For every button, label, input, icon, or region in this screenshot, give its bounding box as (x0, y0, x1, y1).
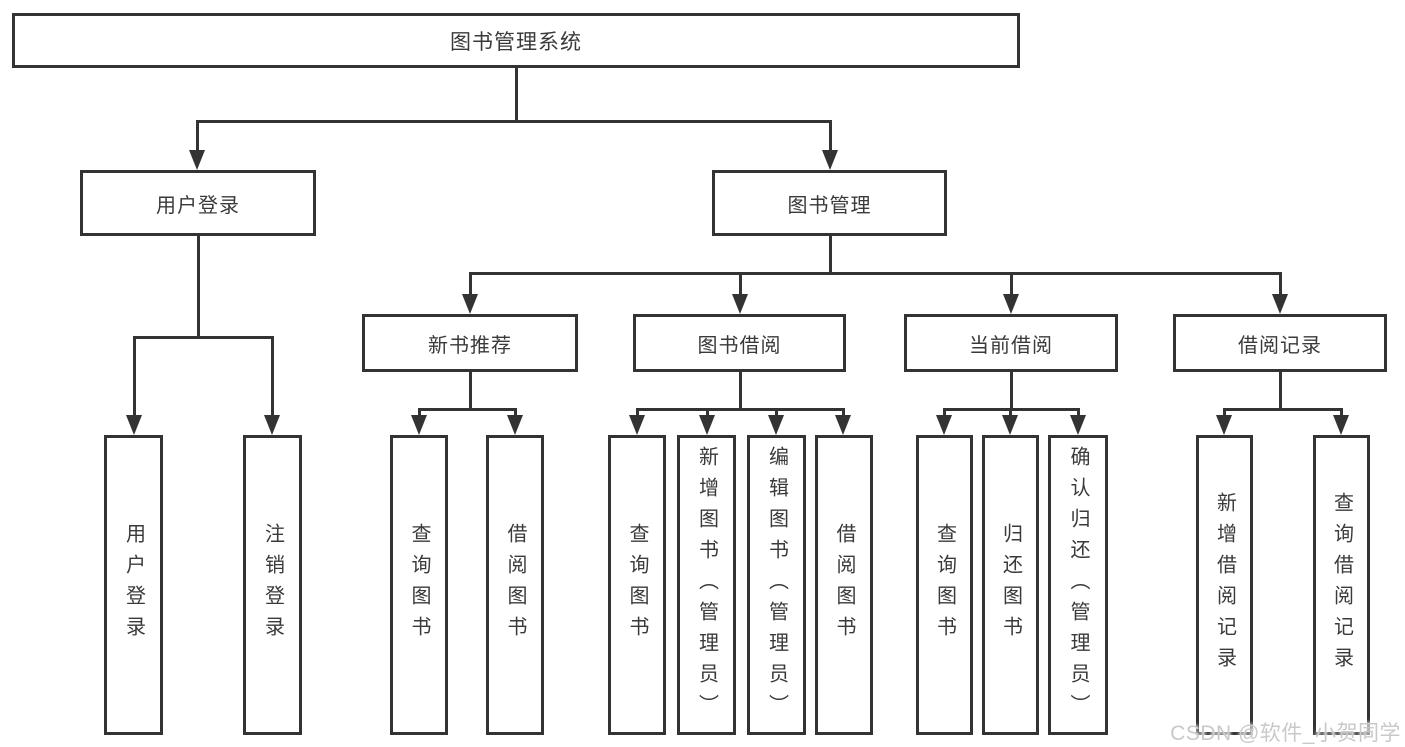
node-book-borrow: 图书借阅 (633, 314, 846, 372)
borrow-to-children-bar-line (635, 408, 845, 411)
leaf-borrow-books-recommend: 借阅图书 (486, 435, 544, 735)
leaf-query-books-recommend-label: 查询图书 (408, 523, 430, 647)
root-to-level2-bar-line (195, 120, 832, 123)
borrow-to-children-arrowhead-3 (835, 415, 851, 435)
leaf-edit-books-admin-label: 编辑图书（管理员） (765, 445, 788, 725)
root-to-level2-drop-line (514, 68, 518, 123)
book-mgmt-to-level3-bar-line (468, 272, 1282, 275)
current-to-children-drop-line (1009, 372, 1013, 411)
user-login-to-children-arrowhead-0 (126, 415, 142, 435)
book-mgmt-to-level3-arrowhead-2 (1003, 294, 1019, 314)
leaf-query-books-borrow-label: 查询图书 (626, 523, 648, 647)
leaf-query-books-current-label: 查询图书 (933, 523, 956, 647)
book-mgmt-to-level3-child-line-3 (1278, 272, 1282, 296)
borrow-to-children-drop-line (738, 372, 742, 411)
leaf-query-books-borrow: 查询图书 (608, 435, 666, 735)
records-to-children-drop-line (1278, 372, 1282, 411)
borrow-to-children-child-line-2 (774, 408, 778, 417)
recommend-to-children-arrowhead-0 (411, 415, 427, 435)
root-to-level2-arrowhead-0 (189, 150, 205, 170)
root-to-level2-child-line-0 (195, 120, 199, 152)
user-login-to-children-child-line-1 (270, 336, 274, 417)
leaf-query-books-recommend: 查询图书 (390, 435, 448, 735)
records-to-children-child-line-1 (1339, 408, 1343, 417)
records-to-children-arrowhead-1 (1333, 415, 1349, 435)
book-mgmt-to-level3-child-line-2 (1009, 272, 1013, 296)
root-to-level2-arrowhead-1 (822, 150, 838, 170)
records-to-children-child-line-0 (1222, 408, 1226, 417)
current-to-children-child-line-2 (1076, 408, 1080, 417)
user-login-to-children-child-line-0 (132, 336, 136, 417)
current-to-children-arrowhead-0 (936, 415, 952, 435)
node-user-login-label: 用户登录 (156, 194, 240, 217)
recommend-to-children-child-line-0 (417, 408, 421, 417)
book-mgmt-to-level3-arrowhead-1 (732, 294, 748, 314)
leaf-user-login: 用户登录 (104, 435, 163, 735)
current-to-children-child-line-0 (942, 408, 946, 417)
recommend-to-children-drop-line (468, 372, 472, 411)
user-login-to-children-bar-line (132, 336, 274, 339)
borrow-to-children-child-line-0 (635, 408, 639, 417)
borrow-to-children-arrowhead-0 (629, 415, 645, 435)
root-to-level2-child-line-1 (828, 120, 832, 152)
node-current-borrow: 当前借阅 (904, 314, 1118, 372)
leaf-confirm-return-admin: 确认归还（管理员） (1048, 435, 1108, 735)
book-mgmt-to-level3-arrowhead-3 (1272, 294, 1288, 314)
current-to-children-child-line-1 (1008, 408, 1012, 417)
recommend-to-children-arrowhead-1 (507, 415, 523, 435)
node-current-borrow-label: 当前借阅 (969, 334, 1053, 357)
book-mgmt-to-level3-child-line-1 (738, 272, 742, 296)
recommend-to-children-child-line-1 (513, 408, 517, 417)
borrow-to-children-arrowhead-1 (699, 415, 715, 435)
user-login-to-children-arrowhead-1 (264, 415, 280, 435)
current-to-children-arrowhead-2 (1070, 415, 1086, 435)
book-mgmt-to-level3-drop-line (828, 236, 832, 275)
leaf-query-borrow-record: 查询借阅记录 (1313, 435, 1370, 735)
borrow-to-children-arrowhead-2 (768, 415, 784, 435)
node-borrow-records-label: 借阅记录 (1238, 334, 1322, 357)
leaf-borrow-books: 借阅图书 (815, 435, 873, 735)
leaf-confirm-return-admin-label: 确认归还（管理员） (1067, 445, 1089, 725)
current-to-children-arrowhead-1 (1002, 415, 1018, 435)
leaf-borrow-books-recommend-label: 借阅图书 (504, 523, 526, 647)
node-book-borrow-label: 图书借阅 (697, 334, 782, 357)
leaf-edit-books-admin: 编辑图书（管理员） (747, 435, 806, 735)
leaf-add-books-admin-label: 新增图书（管理员） (695, 445, 718, 725)
records-to-children-arrowhead-0 (1216, 415, 1232, 435)
leaf-add-borrow-record-label: 新增借阅记录 (1213, 492, 1236, 678)
node-user-login: 用户登录 (80, 170, 316, 236)
user-login-to-children-drop-line (196, 236, 200, 339)
book-mgmt-to-level3-child-line-0 (468, 272, 472, 296)
node-borrow-records: 借阅记录 (1173, 314, 1387, 372)
node-root-label: 图书管理系统 (450, 30, 582, 54)
node-new-book-recommend-label: 新书推荐 (428, 334, 512, 357)
leaf-query-borrow-record-label: 查询借阅记录 (1330, 492, 1353, 678)
book-mgmt-to-level3-arrowhead-0 (462, 294, 478, 314)
leaf-return-books-label: 归还图书 (999, 523, 1022, 647)
recommend-to-children-bar-line (417, 408, 517, 411)
node-root: 图书管理系统 (12, 13, 1020, 68)
leaf-borrow-books-label: 借阅图书 (833, 523, 855, 647)
csdn-watermark: CSDN @软件_小贺同学 (1170, 722, 1401, 745)
node-book-management-label: 图书管理 (787, 194, 872, 217)
borrow-to-children-child-line-1 (705, 408, 709, 417)
leaf-return-books: 归还图书 (982, 435, 1039, 735)
leaf-add-books-admin: 新增图书（管理员） (677, 435, 736, 735)
node-book-management: 图书管理 (712, 170, 947, 236)
node-new-book-recommend: 新书推荐 (362, 314, 578, 372)
leaf-query-books-current: 查询图书 (916, 435, 973, 735)
leaf-logout: 注销登录 (243, 435, 302, 735)
leaf-add-borrow-record: 新增借阅记录 (1196, 435, 1253, 735)
leaf-user-login-label: 用户登录 (122, 523, 145, 647)
borrow-to-children-child-line-3 (841, 408, 845, 417)
leaf-logout-label: 注销登录 (261, 523, 284, 647)
records-to-children-bar-line (1222, 408, 1343, 411)
